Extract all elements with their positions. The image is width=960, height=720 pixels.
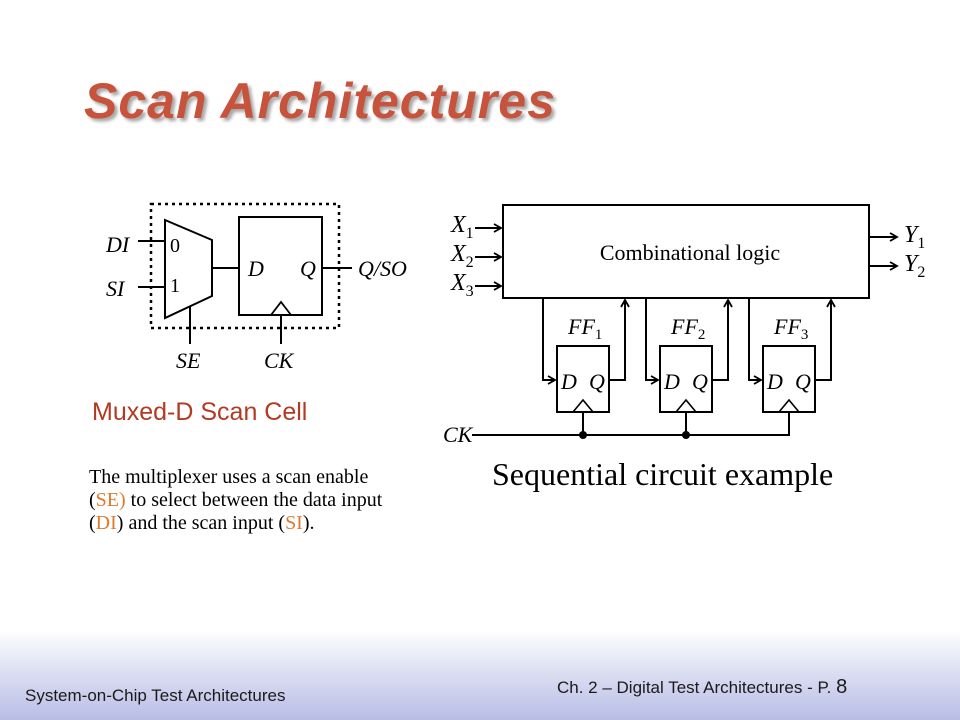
sequential-circuit-caption: Sequential circuit example xyxy=(492,456,834,492)
input-x1-label: X1 xyxy=(450,212,474,242)
scan-cell-d-label: D xyxy=(247,256,264,281)
ff2-d-label: D xyxy=(663,369,680,394)
se-highlight: SE) xyxy=(95,489,126,511)
flip-flop-1: D Q xyxy=(556,345,610,413)
combinational-logic-label: Combinational logic xyxy=(600,240,780,265)
mux-input-0-label: 0 xyxy=(170,235,180,257)
di-highlight: DI xyxy=(95,512,117,534)
ff1-d-label: D xyxy=(560,369,577,394)
slide-title: Scan Architectures xyxy=(84,73,556,129)
si-highlight: SI xyxy=(285,512,303,534)
flip-flop-3: D Q xyxy=(762,345,816,413)
page-number: 8 xyxy=(836,676,848,698)
scan-cell-caption: Muxed-D Scan Cell xyxy=(92,398,308,426)
clock-junction-1 xyxy=(579,431,587,439)
ff3-d-label: D xyxy=(766,369,783,394)
output-y2-label: Y2 xyxy=(904,251,925,281)
clock-triangle xyxy=(270,300,292,316)
description-text: The multiplexer uses a scan enable (SE) … xyxy=(89,466,383,534)
input-x2-label: X2 xyxy=(450,241,474,271)
ff2-label: FF2 xyxy=(670,314,705,343)
mux-input-1-label: 1 xyxy=(170,275,180,297)
combinational-logic-block xyxy=(502,204,870,299)
ff2-q-label: Q xyxy=(692,369,708,394)
output-y1-label: Y1 xyxy=(904,222,925,252)
clock-label: CK xyxy=(443,422,474,447)
scan-cell-di-label: DI xyxy=(105,232,131,257)
scan-cell-se-label: SE xyxy=(176,348,201,373)
scan-cell-boundary xyxy=(149,202,341,330)
multiplexer xyxy=(164,218,213,320)
scan-cell-q-label: Q xyxy=(300,256,316,281)
ff1-label: FF1 xyxy=(567,314,602,343)
clock-junction-2 xyxy=(682,431,690,439)
footer-band xyxy=(0,630,960,720)
ff3-q-label: Q xyxy=(795,369,811,394)
scan-cell-output-label: Q/SO xyxy=(358,256,407,281)
flip-flop-2: D Q xyxy=(659,345,713,413)
footer-chapter: Ch. 2 – Digital Test Architectures - P. … xyxy=(557,676,848,698)
footer-book-title: System-on-Chip Test Architectures xyxy=(25,686,286,705)
ff3-label: FF3 xyxy=(773,314,808,343)
scan-cell-si-label: SI xyxy=(106,276,126,301)
scan-cell-ck-label: CK xyxy=(264,348,295,373)
input-x3-label: X3 xyxy=(450,270,474,300)
ff1-q-label: Q xyxy=(589,369,605,394)
